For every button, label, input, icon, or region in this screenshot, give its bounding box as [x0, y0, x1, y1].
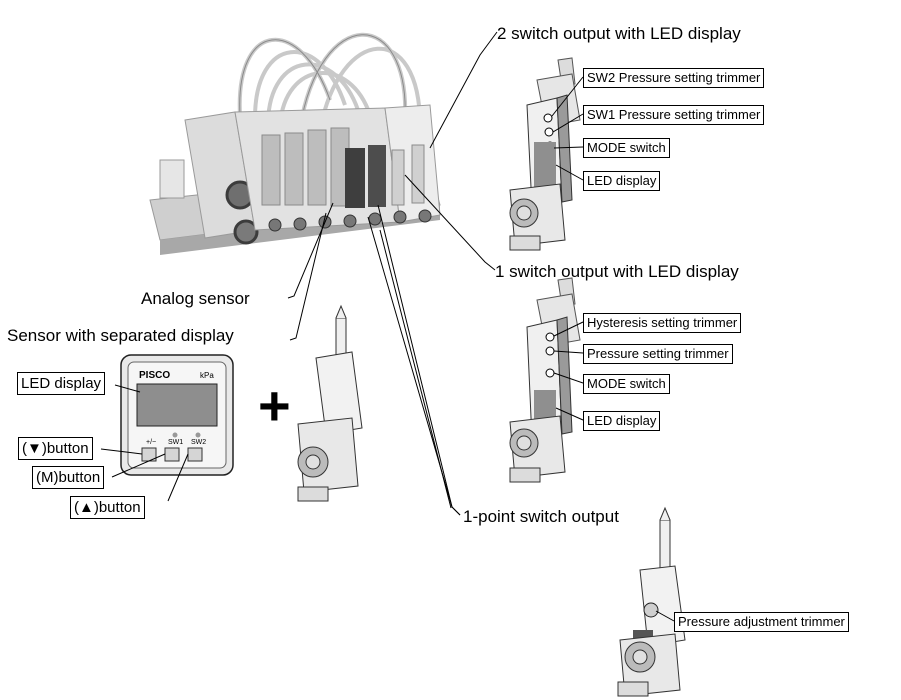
label-led-display-2: LED display [583, 411, 661, 431]
label-m-button: (M)button [32, 466, 105, 489]
label-mode-switch: MODE switch [583, 138, 670, 158]
leader-lines [100, 31, 675, 622]
display-unit: PISCO kPa +/− SW1 SW2 [120, 354, 234, 476]
display-unit-label: kPa [200, 371, 214, 380]
up-button-shape [187, 447, 203, 462]
display-btn3-label: SW2 [191, 439, 206, 446]
separated-sensor-head [297, 304, 363, 502]
label-hysteresis-trimmer: Hysteresis setting trimmer [583, 313, 742, 333]
label-sw1-trimmer: SW1 Pressure setting trimmer [583, 105, 765, 125]
two-switch-sensor [509, 57, 581, 251]
display-btn2-label: SW1 [168, 439, 183, 446]
caption-analog-sensor: Analog sensor [141, 289, 250, 308]
label-up-button: (▲)button [70, 496, 145, 519]
caption-separated-display: Sensor with separated display [7, 326, 234, 345]
plus-symbol: + [258, 374, 291, 437]
label-led-display: LED display [583, 171, 661, 191]
label-mode-switch-2: MODE switch [583, 374, 670, 394]
label-display-led: LED display [17, 372, 106, 395]
label-adjustment-trimmer: Pressure adjustment trimmer [674, 612, 849, 632]
caption-one-switch: 1 switch output with LED display [495, 262, 739, 281]
display-btn1-label: +/− [146, 439, 156, 446]
label-pressure-trimmer: Pressure setting trimmer [583, 344, 733, 364]
one-switch-sensor [509, 277, 581, 483]
display-brand: PISCO [139, 370, 170, 381]
label-sw2-trimmer: SW2 Pressure setting trimmer [583, 68, 765, 88]
manifold-assembly [149, 32, 441, 255]
caption-one-point: 1-point switch output [463, 507, 619, 526]
m-button-shape [164, 447, 180, 462]
one-point-sensor [617, 506, 686, 697]
label-down-button: (▼)button [18, 437, 93, 460]
caption-two-switch: 2 switch output with LED display [497, 24, 741, 43]
